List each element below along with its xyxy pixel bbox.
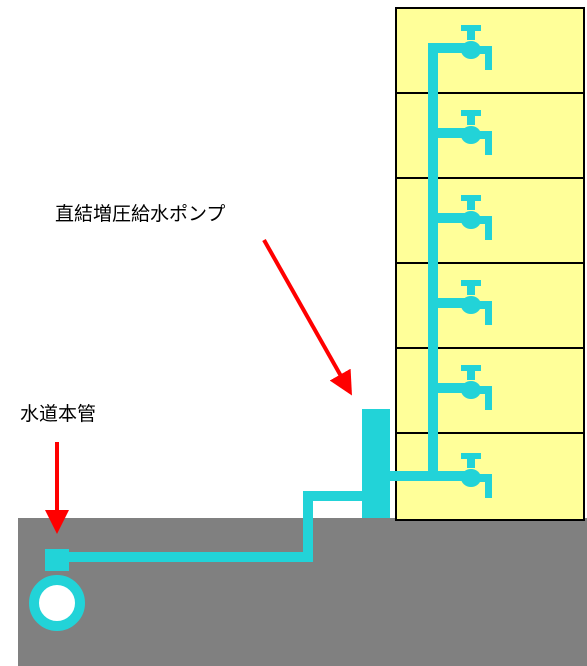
water-pipe	[57, 43, 468, 562]
main-connector	[45, 549, 69, 571]
building	[395, 7, 585, 521]
pump-arrow	[262, 239, 352, 396]
ground	[18, 518, 587, 666]
faucet-icon	[461, 365, 492, 410]
faucet-icon	[461, 110, 492, 155]
pump-icon	[362, 409, 390, 518]
faucet-icon	[461, 195, 492, 240]
water-main-pipe-icon	[29, 575, 85, 631]
faucet-icon	[461, 25, 492, 70]
faucet-icon	[461, 453, 492, 498]
faucet-icon	[461, 280, 492, 325]
pump-label: 直結増圧給水ポンプ	[55, 203, 225, 225]
faucets	[461, 25, 492, 498]
main-label: 水道本管	[20, 403, 96, 425]
